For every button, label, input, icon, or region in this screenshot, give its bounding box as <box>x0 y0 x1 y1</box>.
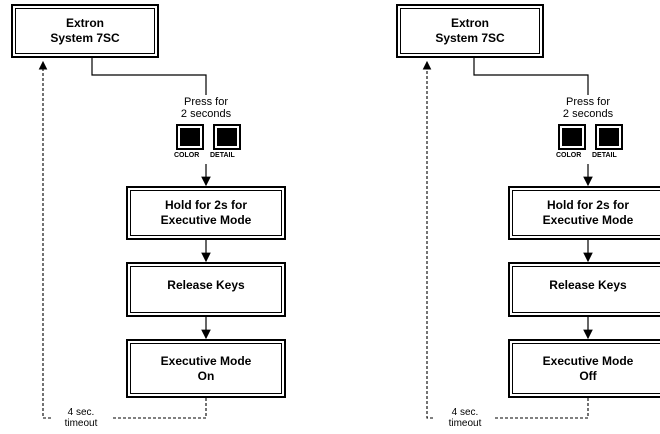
timeout-line2: timeout <box>64 418 98 429</box>
hold-line2: Executive Mode <box>542 213 634 227</box>
timeout-label: 4 sec. timeout <box>435 407 495 429</box>
exec-line2: Off <box>579 368 597 383</box>
system-line2: System 7SC <box>435 31 505 45</box>
panel2-connectors <box>422 58 593 419</box>
system-box: Extron System 7SC <box>11 4 159 58</box>
detail-key-icon <box>213 124 241 150</box>
system-line1: Extron <box>65 16 104 30</box>
hold-line2: Executive Mode <box>160 213 252 227</box>
hold-line1: Hold for 2s for <box>164 198 247 212</box>
press-instruction: Press for 2 seconds <box>548 96 628 120</box>
press-instruction: Press for 2 seconds <box>166 96 246 120</box>
hold-line1: Hold for 2s for <box>546 198 629 212</box>
release-line1: Release Keys <box>167 278 245 292</box>
release-line1: Release Keys <box>549 278 627 292</box>
press-line1: Press for <box>183 96 228 108</box>
detail-key-label: DETAIL <box>592 152 617 159</box>
panel1-connectors <box>38 58 211 419</box>
press-line2: 2 seconds <box>562 108 614 120</box>
exec-line1: Executive Mode <box>160 353 252 368</box>
timeout-label: 4 sec. timeout <box>51 407 111 429</box>
exec-box: Executive Mode On <box>126 339 286 398</box>
system-line1: Extron <box>450 16 489 30</box>
color-key-label: COLOR <box>174 152 200 159</box>
exec-line2: On <box>197 368 215 383</box>
system-box: Extron System 7SC <box>396 4 544 58</box>
exec-box: Executive Mode Off <box>508 339 660 398</box>
color-key-icon <box>176 124 204 150</box>
hold-box: Hold for 2s for Executive Mode <box>126 186 286 240</box>
release-box: Release Keys <box>508 262 660 317</box>
timeout-line2: timeout <box>448 418 482 429</box>
exec-line1: Executive Mode <box>542 353 634 368</box>
release-box: Release Keys <box>126 262 286 317</box>
color-key-icon <box>558 124 586 150</box>
timeout-line1: 4 sec. <box>451 407 479 418</box>
color-key-label: COLOR <box>556 152 582 159</box>
timeout-line1: 4 sec. <box>67 407 95 418</box>
hold-box: Hold for 2s for Executive Mode <box>508 186 660 240</box>
detail-key-label: DETAIL <box>210 152 235 159</box>
system-line2: System 7SC <box>50 31 120 45</box>
press-line1: Press for <box>565 96 610 108</box>
detail-key-icon <box>595 124 623 150</box>
press-line2: 2 seconds <box>180 108 232 120</box>
